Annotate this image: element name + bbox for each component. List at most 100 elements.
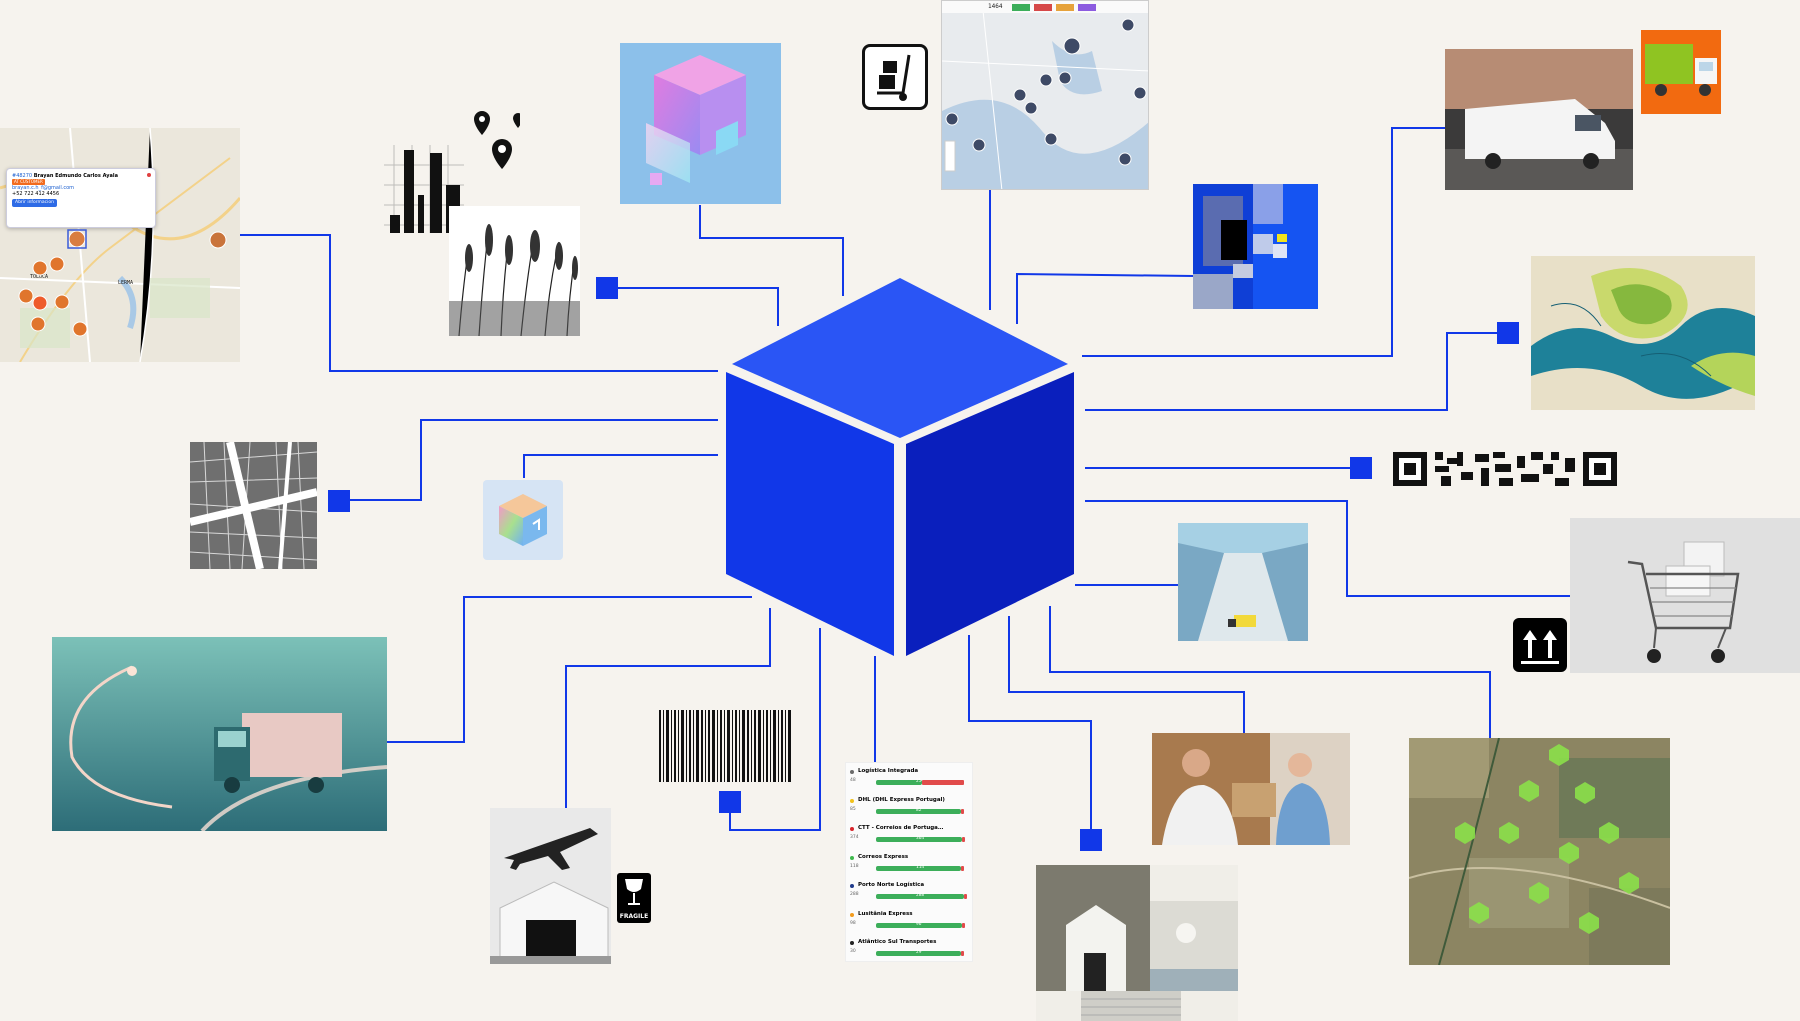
green-truck-image — [1641, 30, 1721, 114]
delivery-handover-photo — [1152, 733, 1350, 845]
hand-truck-icon — [862, 44, 928, 110]
carrier-value: 25 — [916, 779, 922, 784]
carrier-name: Porto Norte Logística — [858, 882, 925, 888]
carrier-value: 82 — [916, 807, 922, 813]
carrier-row[interactable]: CTT - Correios de Portuga… 374 364 — [846, 824, 974, 850]
wire-map-popup — [240, 234, 718, 372]
fragile-icon: FRAGILE — [617, 873, 651, 923]
carrier-count: 118 — [850, 863, 859, 869]
carrier-value: 288 — [916, 893, 925, 898]
map-place-label: LERMA — [118, 280, 134, 286]
wire-chart-square — [617, 287, 779, 326]
carrier-status-dot — [850, 855, 854, 860]
connector-square — [1080, 829, 1102, 851]
close-icon[interactable] — [147, 173, 151, 177]
wire-truck — [387, 596, 752, 743]
wire-barcode — [729, 628, 821, 831]
carrier-status-dot — [850, 884, 854, 888]
carrier-row[interactable]: Correos Express 118 114 — [846, 853, 974, 879]
carrier-status-dot — [850, 770, 854, 774]
wire-pixel-map — [1016, 272, 1194, 324]
carrier-value: 364 — [916, 836, 925, 841]
airplane-warehouse-photo — [490, 808, 611, 964]
carrier-status-dot — [850, 798, 854, 803]
carrier-value: 96 — [916, 921, 922, 927]
status-badge: AT CUSTOMER — [12, 179, 45, 185]
carrier-status-dot — [850, 827, 854, 831]
this-way-up-icon — [1513, 618, 1567, 672]
carrier-progress-bar — [876, 808, 961, 814]
geofence-markers — [1455, 744, 1639, 934]
wire-cube-image — [699, 205, 844, 296]
connector-square — [1350, 457, 1372, 479]
carrier-count: 374 — [850, 835, 859, 840]
open-info-button[interactable]: Abrir informacion — [12, 199, 57, 207]
dispatch-count: 1464 — [988, 3, 1003, 10]
connector-square — [328, 490, 350, 512]
carrier-progress-bar — [876, 951, 962, 956]
carrier-count: 98 — [850, 920, 856, 926]
central-cube — [726, 278, 1074, 656]
pixelated-map-image — [1193, 184, 1318, 309]
carrier-name: Lusitânia Express — [858, 910, 913, 917]
carrier-row[interactable]: Porto Norte Logística 288 288 — [846, 881, 974, 907]
map-place-label: TOLUCA — [30, 274, 49, 280]
cube-top-face — [732, 278, 1068, 438]
carrier-count: 30 — [850, 949, 856, 954]
customer-name: Brayan Edmundo Carlos Ayala — [33, 173, 118, 179]
carrier-progress-bar — [876, 837, 962, 842]
location-pin-icon — [474, 111, 520, 169]
carrier-progress-bar — [876, 780, 922, 785]
wire-barn — [968, 635, 1092, 840]
dispatch-map-screenshot: 1464 — [941, 0, 1149, 190]
wire-topo — [1085, 332, 1497, 411]
order-id: #48270 — [12, 173, 33, 179]
carrier-pending-bar — [964, 894, 967, 899]
customer-phone: +52 722 412 4456 — [12, 191, 60, 197]
carrier-status-dot — [850, 941, 854, 945]
carrier-name: Correos Express — [858, 853, 909, 860]
barn-collage-photo — [1036, 865, 1238, 1021]
carrier-name: CTT - Correios de Portuga… — [858, 825, 944, 831]
van-photo — [1445, 49, 1633, 190]
cube-left-face — [726, 372, 894, 656]
carrier-name: DHL (DHL Express Portugal) — [858, 796, 945, 803]
fragile-label: FRAGILE — [619, 913, 649, 920]
connector-square — [719, 791, 741, 813]
carrier-pending-bar — [961, 865, 965, 871]
carrier-count: 288 — [850, 892, 859, 897]
carrier-pending-bar — [961, 951, 965, 956]
carrier-name: Atlântico Sul Transportes — [858, 939, 937, 945]
customer-popup: #48270 Brayan Edmundo Carlos Ayala AT CU… — [6, 168, 156, 228]
carrier-value: 114 — [916, 864, 925, 870]
cube-right-face — [906, 372, 1074, 656]
delivery-markers — [18, 229, 227, 337]
carrier-status-dot — [850, 912, 854, 917]
carrier-pending-bar — [960, 808, 964, 814]
shopping-cart-photo — [1570, 518, 1800, 673]
wire-airplane — [565, 608, 771, 808]
connector-square — [1497, 322, 1519, 344]
qr-code-graphic — [1393, 452, 1617, 486]
carrier-pending-bar — [961, 837, 965, 842]
carrier-value: 29 — [916, 950, 922, 955]
carrier-name: Logística Integrada — [858, 768, 919, 774]
carrier-progress-bar — [876, 865, 962, 871]
wire-small-cube — [523, 454, 718, 478]
warehouse-aerial-photo — [1178, 523, 1308, 641]
street-map-graphic — [190, 442, 317, 569]
small-cube-icon — [483, 480, 563, 560]
carrier-pending-bar — [962, 922, 966, 928]
carrier-pending-bar — [921, 780, 964, 785]
carrier-count: 48 — [850, 778, 856, 783]
customer-email: brayan.c.h_f@gmail.com — [12, 185, 74, 191]
wire-van — [1082, 127, 1445, 357]
delivery-map-tile: #48270 Brayan Edmundo Carlos Ayala AT CU… — [0, 128, 240, 362]
wire-satellite — [1049, 606, 1491, 738]
wire-streetmap — [339, 419, 718, 501]
